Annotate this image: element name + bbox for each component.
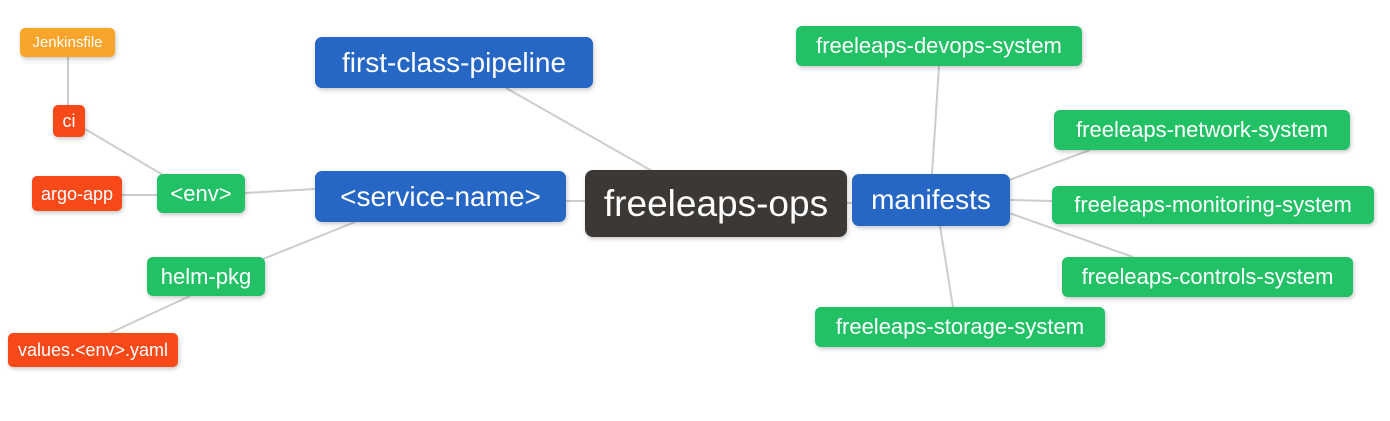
node-label: <env>	[170, 180, 232, 206]
node-label: helm-pkg	[160, 263, 252, 289]
node-label: Jenkinsfile	[32, 34, 103, 51]
node-freeleaps-ops[interactable]: freeleaps-ops	[585, 170, 847, 237]
node-monitoring-system[interactable]: freeleaps-monitoring-system	[1052, 186, 1374, 224]
node-env[interactable]: <env>	[157, 174, 245, 213]
node-ci[interactable]: ci	[53, 105, 85, 137]
node-controls-system[interactable]: freeleaps-controls-system	[1062, 257, 1353, 297]
node-label: first-class-pipeline	[341, 46, 567, 78]
edge-manifests-to-monitoring-system	[1008, 199, 1053, 202]
node-storage-system[interactable]: freeleaps-storage-system	[815, 307, 1105, 347]
node-argo-app[interactable]: argo-app	[32, 176, 122, 211]
node-helm-pkg[interactable]: helm-pkg	[147, 257, 265, 296]
node-label: freeleaps-devops-system	[816, 33, 1062, 58]
node-label: <service-name>	[340, 180, 541, 212]
node-label: freeleaps-ops	[603, 183, 829, 224]
edge-helm-pkg-to-service-name	[262, 221, 356, 260]
node-jenkinsfile[interactable]: Jenkinsfile	[20, 28, 115, 57]
node-label: freeleaps-monitoring-system	[1074, 192, 1352, 217]
node-devops-system[interactable]: freeleaps-devops-system	[796, 26, 1082, 66]
node-values-env-yaml[interactable]: values.<env>.yaml	[8, 333, 178, 367]
node-service-name[interactable]: <service-name>	[315, 171, 566, 222]
edge-env-to-service-name	[244, 188, 316, 194]
edge-manifests-to-network-system	[1008, 149, 1091, 181]
edge-values-env-yaml-to-helm-pkg	[109, 295, 191, 334]
node-first-class-pipeline[interactable]: first-class-pipeline	[315, 37, 593, 88]
node-label: freeleaps-network-system	[1076, 117, 1328, 142]
edge-manifests-to-controls-system	[1008, 212, 1134, 258]
edge-ci-to-env	[84, 128, 164, 176]
edge-devops-system-to-manifests	[931, 65, 940, 175]
node-label: argo-app	[40, 183, 114, 204]
node-network-system[interactable]: freeleaps-network-system	[1054, 110, 1350, 150]
node-manifests[interactable]: manifests	[852, 174, 1010, 226]
node-label: freeleaps-storage-system	[835, 314, 1085, 339]
node-label: manifests	[871, 184, 991, 215]
edge-first-class-pipeline-to-freeleaps-ops	[505, 87, 653, 172]
node-label: ci	[62, 111, 76, 131]
edge-manifests-to-storage-system	[939, 225, 954, 308]
node-label: freeleaps-controls-system	[1081, 264, 1334, 289]
node-label: values.<env>.yaml	[17, 340, 169, 360]
